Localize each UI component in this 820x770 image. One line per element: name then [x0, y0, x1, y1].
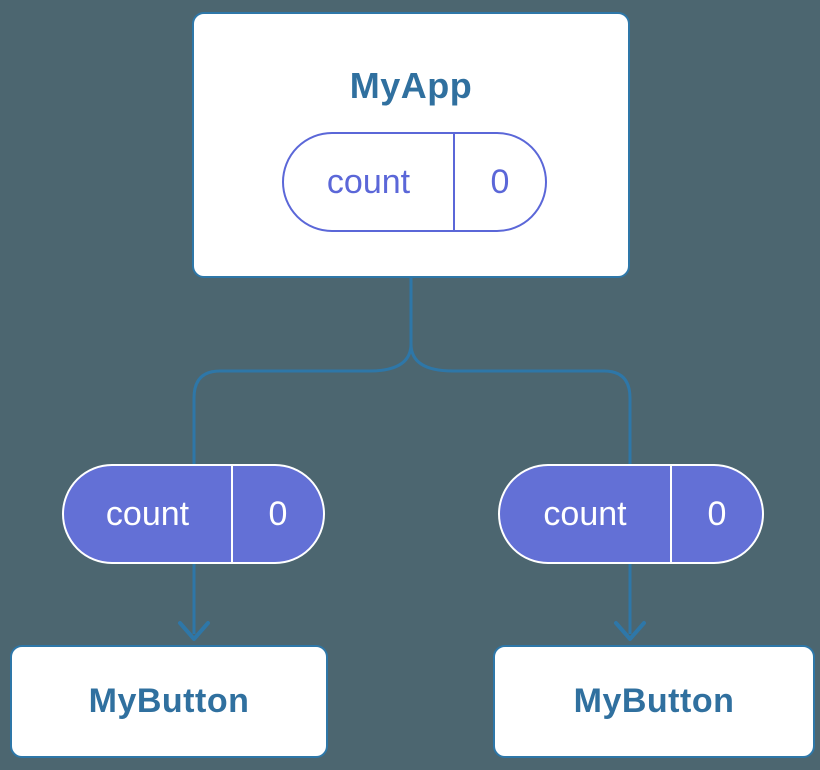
component-title: MyButton	[573, 682, 735, 720]
component-card-child-left: MyButton	[10, 645, 328, 758]
arrow-right-head-icon	[614, 621, 646, 641]
arrow-left-head-icon	[178, 621, 210, 641]
state-pill-child-right: count 0	[498, 464, 764, 564]
state-label: count	[543, 494, 627, 533]
state-pill-child-left: count 0	[62, 464, 325, 564]
pill-divider	[231, 466, 233, 562]
component-title: MyButton	[88, 682, 250, 720]
state-label: count	[105, 494, 190, 533]
state-value: 0	[268, 494, 288, 533]
component-card-root: MyApp count 0	[192, 12, 630, 278]
state-value: 0	[490, 162, 510, 201]
branch-right-line	[409, 343, 632, 634]
state-pill-root: count 0	[282, 132, 547, 232]
branch-left-line	[192, 343, 413, 634]
state-label: count	[326, 162, 411, 201]
pill-divider	[670, 466, 672, 562]
component-card-child-right: MyButton	[493, 645, 815, 758]
component-title: MyApp	[349, 65, 473, 106]
pill-divider	[453, 134, 455, 230]
state-value: 0	[707, 494, 727, 533]
